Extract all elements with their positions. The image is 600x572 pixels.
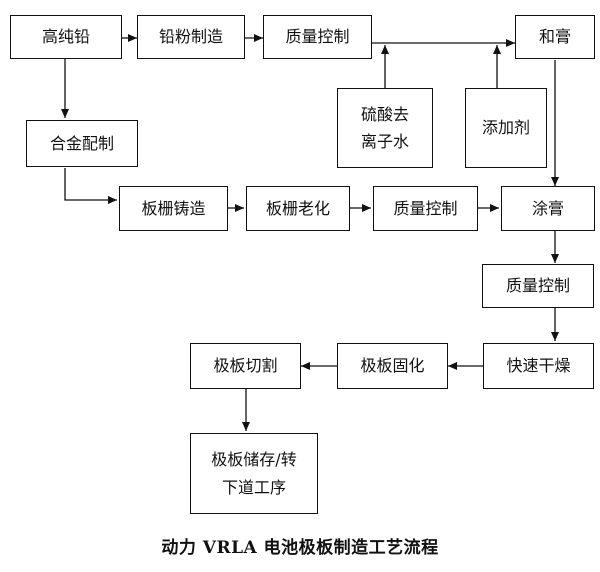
- node-pasting: 涂膏: [501, 186, 595, 231]
- node-label: 极板切割: [213, 356, 278, 376]
- node-label: 合金配制: [49, 133, 114, 153]
- node-label: 高纯铅: [41, 27, 90, 47]
- node-label: 快速干燥: [506, 356, 571, 376]
- node-sulfuric-acid-water: 硫酸去 离子水: [337, 88, 433, 168]
- node-fast-drying: 快速干燥: [483, 343, 594, 389]
- node-curing: 极板固化: [337, 343, 448, 389]
- node-label: 板栅老化: [265, 198, 330, 218]
- node-label: 质量控制: [505, 276, 570, 296]
- node-high-purity-lead: 高纯铅: [10, 15, 122, 59]
- node-label: 添加剂: [481, 118, 530, 138]
- arrow-alloy-to-casting: [64, 168, 117, 204]
- node-additive: 添加剂: [465, 88, 547, 168]
- node-mixing: 和膏: [515, 15, 595, 59]
- node-quality-control-1: 质量控制: [263, 15, 372, 59]
- node-cutting: 极板切割: [190, 343, 301, 389]
- diagram-caption: 动力 VRLA 电池极板制造工艺流程: [161, 538, 439, 558]
- node-label: 和膏: [538, 27, 571, 47]
- node-label: 极板固化: [360, 356, 425, 376]
- node-label: 铅粉制造: [158, 27, 223, 47]
- node-label: 质量控制: [285, 27, 350, 47]
- node-label: 极板储存/转 下道工序: [211, 450, 297, 497]
- node-label: 板栅铸造: [141, 198, 206, 218]
- node-grid-casting: 板栅铸造: [119, 186, 228, 231]
- node-lead-powder: 铅粉制造: [137, 15, 245, 59]
- node-storage: 极板储存/转 下道工序: [190, 433, 318, 514]
- node-alloy: 合金配制: [26, 120, 138, 167]
- node-quality-control-2: 质量控制: [373, 186, 478, 231]
- node-quality-control-3: 质量控制: [482, 264, 594, 308]
- node-label: 涂膏: [531, 198, 564, 218]
- node-label: 质量控制: [393, 198, 458, 218]
- node-grid-aging: 板栅老化: [246, 186, 350, 231]
- node-label: 硫酸去 离子水: [360, 104, 409, 151]
